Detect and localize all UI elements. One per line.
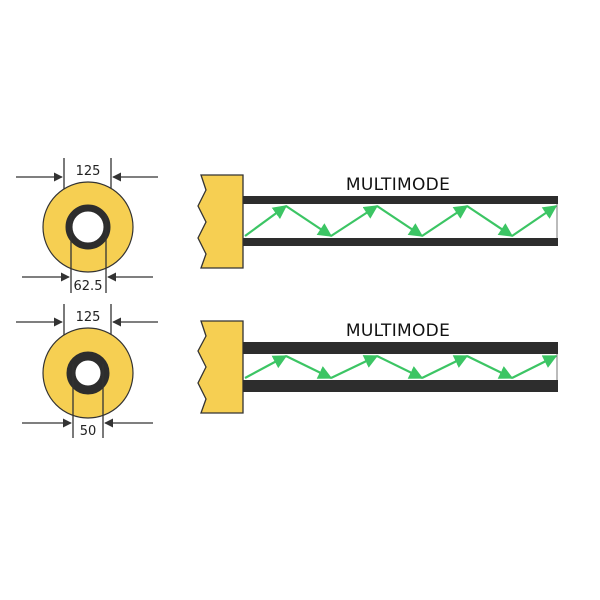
ray-segment bbox=[285, 205, 333, 237]
ray-segment bbox=[466, 355, 514, 379]
top-fiber-wall-upper bbox=[243, 196, 558, 204]
top-connector bbox=[197, 174, 244, 269]
ray-segment bbox=[421, 355, 469, 379]
ray-segment bbox=[511, 355, 558, 379]
ray-segment bbox=[330, 205, 379, 237]
top-fiber: MULTIMODE bbox=[197, 174, 558, 269]
top-fiber-wall-lower bbox=[243, 238, 558, 246]
ray-segment bbox=[244, 355, 288, 379]
bottom-fiber-title: MULTIMODE bbox=[346, 321, 450, 341]
top-cross-section: 125 62.5 bbox=[16, 158, 158, 294]
ray-segment bbox=[421, 205, 469, 237]
bottom-core-ring bbox=[66, 351, 110, 395]
bottom-fiber-wall-lower bbox=[243, 380, 558, 392]
top-light-rays bbox=[244, 205, 558, 237]
ray-segment bbox=[376, 205, 424, 237]
top-fiber-title: MULTIMODE bbox=[346, 175, 450, 195]
top-outer-diameter-label: 125 bbox=[76, 164, 101, 179]
top-inner-diameter-label: 62.5 bbox=[74, 279, 103, 294]
ray-segment bbox=[330, 355, 379, 379]
ray-segment bbox=[285, 355, 333, 379]
ray-segment bbox=[244, 205, 288, 237]
bottom-light-rays bbox=[244, 355, 558, 379]
bottom-outer-diameter-label: 125 bbox=[76, 310, 101, 325]
bottom-cross-section: 125 50 bbox=[16, 304, 158, 439]
ray-segment bbox=[376, 355, 424, 379]
bottom-fiber-wall-upper bbox=[243, 342, 558, 354]
bottom-inner-diameter-label: 50 bbox=[80, 424, 97, 439]
ray-segment bbox=[466, 205, 514, 237]
top-core-ring bbox=[65, 204, 111, 250]
bottom-connector bbox=[197, 320, 244, 414]
ray-segment bbox=[511, 205, 558, 237]
bottom-fiber: MULTIMODE bbox=[197, 320, 558, 414]
